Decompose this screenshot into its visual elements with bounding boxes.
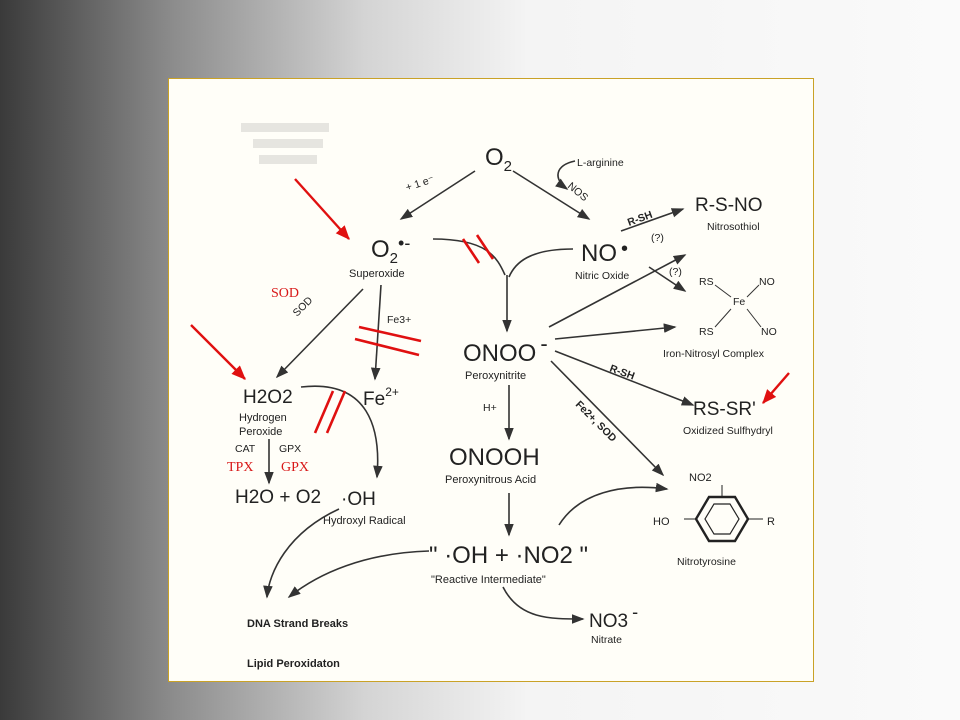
iron-nitrosyl-name: Iron-Nitrosyl Complex xyxy=(663,348,765,360)
arrow-superoxide-h2o2 xyxy=(275,288,364,379)
onoo-formula: ONOO- xyxy=(463,331,548,367)
sod-annotation: SOD xyxy=(271,286,299,301)
arrow-oh-dna xyxy=(263,508,340,599)
diagram-panel: O2 + 1 e⁻ L-arginine NOS O2•- Superoxide… xyxy=(168,78,814,682)
rsh-label-1: R-SH xyxy=(626,209,654,229)
svg-text:NO: NO xyxy=(759,276,775,288)
gpx-small-label: GPX xyxy=(279,443,301,455)
superoxide-name: Superoxide xyxy=(349,268,405,280)
faded-scan-text xyxy=(241,123,329,164)
arrow-o2-superoxide xyxy=(399,170,476,220)
rsh-label-2: R-SH xyxy=(608,363,636,383)
reaction-diagram: O2 + 1 e⁻ L-arginine NOS O2•- Superoxide… xyxy=(190,123,790,670)
nitrotyrosine-ho: HO xyxy=(653,516,670,528)
nitrotyrosine-no2: NO2 xyxy=(689,472,712,484)
gpx-annotation: GPX xyxy=(281,460,309,475)
no-name: Nitric Oxide xyxy=(575,270,629,282)
arrow-h2o2-oh xyxy=(300,385,383,479)
svg-text:Fe: Fe xyxy=(733,296,745,308)
h2o2-formula: H2O2 xyxy=(243,387,293,408)
fe2-sod-label: Fe2+, SOD xyxy=(573,399,619,445)
rssr-name: Oxidized Sulfhydryl xyxy=(683,425,773,437)
onooh-formula: ONOOH xyxy=(449,444,540,471)
arrow-o2-no xyxy=(512,170,591,220)
nitrotyrosine-structure xyxy=(684,485,763,543)
question-label-1: (?) xyxy=(651,232,664,244)
o2-formula: O2 xyxy=(485,144,512,175)
intermediate-name: "Reactive Intermediate" xyxy=(431,574,546,586)
arrow-onoo-nitrotyrosine xyxy=(550,360,665,477)
nitrate-name: Nitrate xyxy=(591,634,622,646)
oh-name: Hydroxyl Radical xyxy=(323,515,406,527)
no-formula: NO• xyxy=(581,238,628,267)
inhibition-bars-top xyxy=(461,234,495,264)
red-arrow-rssr xyxy=(762,372,790,404)
question-label-2: (?) xyxy=(669,266,682,278)
inhibition-bars-bottom xyxy=(313,390,347,434)
arrow-onoo-iron xyxy=(548,254,687,328)
nitrotyrosine-name: Nitrotyrosine xyxy=(677,556,736,568)
plus-electron-label: + 1 e⁻ xyxy=(404,173,436,194)
cat-label: CAT xyxy=(235,443,256,455)
nitrate-formula: NO3- xyxy=(589,602,638,632)
h2o2-name-2: Peroxide xyxy=(239,426,282,438)
arrow-superoxide-join xyxy=(432,238,506,276)
rsno-name: Nitrosothiol xyxy=(707,221,760,233)
arrow-onoo-rssr xyxy=(554,350,695,406)
l-arginine-label: L-arginine xyxy=(577,157,624,169)
red-arrow-superoxide xyxy=(294,178,350,240)
nitrotyrosine-r: R xyxy=(767,516,775,528)
intermediate-formula: " ·OH + ·NO2 " xyxy=(429,542,588,569)
onooh-name: Peroxynitrous Acid xyxy=(445,474,536,486)
oh-formula: ·OH xyxy=(341,489,376,510)
fe3-label: Fe3+ xyxy=(387,314,411,326)
fe2-formula: Fe2+ xyxy=(363,385,399,410)
arrow-no-rsno xyxy=(620,208,685,232)
iron-nitrosyl-structure: RS NO Fe RS NO xyxy=(699,276,777,338)
nos-label: NOS xyxy=(565,180,590,204)
arrow-intermediate-nitrate xyxy=(502,586,585,624)
arrow-l-arginine xyxy=(555,160,576,190)
tpx-annotation: TPX xyxy=(227,460,253,475)
svg-text:NO: NO xyxy=(761,326,777,338)
arrow-intermediate-nitrotyrosine xyxy=(558,482,669,526)
h2o2-name-1: Hydrogen xyxy=(239,412,287,424)
arrow-intermediate-dna xyxy=(287,550,430,598)
superoxide-formula: O2•- xyxy=(371,233,410,267)
arrow-onoo-iron-2 xyxy=(554,323,677,340)
svg-text:RS: RS xyxy=(699,276,714,288)
lipid-label: Lipid Peroxidaton xyxy=(247,658,340,670)
water-product: H2O + O2 xyxy=(235,487,321,508)
onoo-name: Peroxynitrite xyxy=(465,370,526,382)
inhibition-bars-middle xyxy=(354,325,422,357)
rssr-formula: RS-SR' xyxy=(693,399,756,420)
rsno-formula: R-S-NO xyxy=(695,195,763,216)
svg-text:RS: RS xyxy=(699,326,714,338)
dna-label: DNA Strand Breaks xyxy=(247,618,348,630)
h-plus-label: H+ xyxy=(483,402,497,414)
red-arrow-h2o2 xyxy=(190,324,246,380)
arrow-no-join xyxy=(508,248,574,278)
